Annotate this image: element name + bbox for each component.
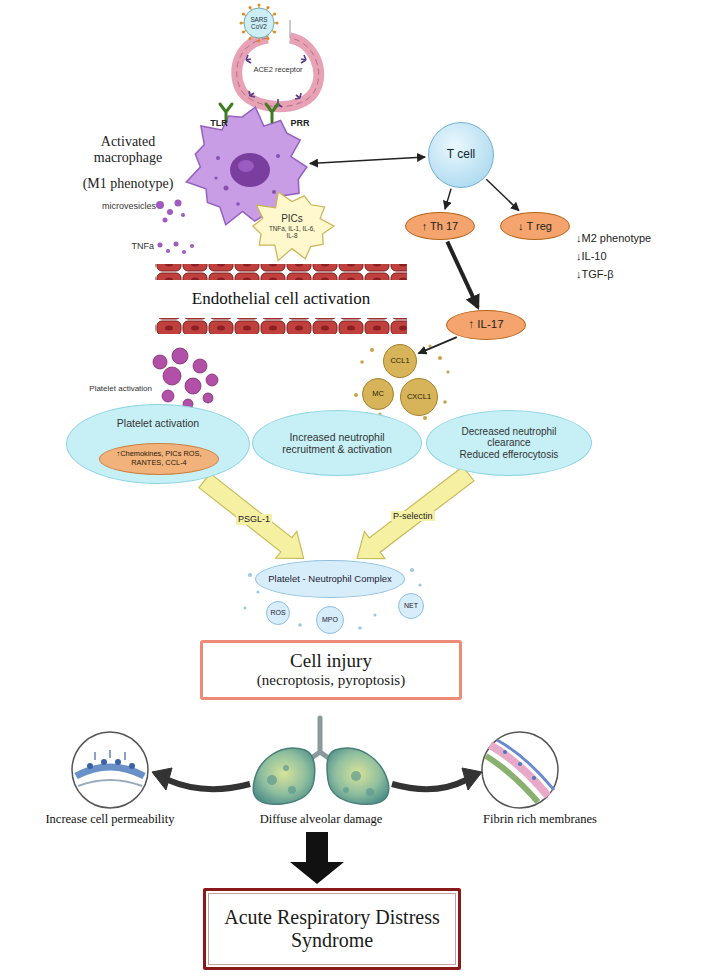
virus-circle: SARS CoV2	[240, 4, 278, 42]
connector-arrow	[418, 337, 456, 353]
node-text: Activated macrophage	[76, 134, 180, 166]
platelets	[153, 348, 218, 409]
chemokine-circle: MC	[362, 378, 394, 410]
node-text: CCL1	[390, 357, 409, 366]
node-text: Acute Respiratory Distress Syndrome	[214, 906, 450, 952]
annotation-label: TLR	[206, 118, 232, 128]
chemokine-circle: CXCL1	[400, 378, 438, 416]
chemokine-dots	[354, 345, 450, 421]
annotation-label: Increase cell permeability	[12, 812, 208, 826]
annotation-label: Fibrin rich membranes	[440, 812, 640, 826]
node-text: ROS	[270, 609, 285, 617]
product-circle: MPO	[316, 606, 344, 634]
lungs	[253, 718, 389, 804]
chemokine-circle: CCL1	[383, 344, 417, 378]
annotation-label: ↓TGF-β	[576, 268, 656, 281]
connector-arrow	[445, 189, 451, 210]
permeability-inset	[72, 732, 148, 808]
edge-label: P-selectin	[391, 511, 435, 521]
node-text: ↑ IL-17	[468, 318, 503, 331]
block-arrow	[199, 473, 304, 558]
endothelium-band	[155, 264, 407, 280]
annotation-label: Diffuse alveolar damage	[226, 812, 416, 826]
process-ellipse: Decreased neutrophil clearanceReduced ef…	[426, 410, 592, 476]
node-text: SARS CoV2	[245, 16, 273, 30]
annotation-label: TNFa	[112, 241, 154, 251]
annotation-label: ↓M2 phenotype	[576, 232, 676, 245]
process-ellipse: Increased neutrophil recruitment & activ…	[252, 410, 422, 476]
edge-label: PSGL-1	[236, 514, 272, 524]
outcome-box: Cell injury(necroptosis, pyroptosis)	[200, 640, 462, 700]
connector-arrow	[447, 242, 478, 308]
microvesicle-dots	[156, 200, 194, 255]
cytokine-oval: ↑ IL-17	[446, 310, 526, 340]
product-circle: NET	[398, 593, 424, 619]
node-text: Platelet - Neutrophil Complex	[268, 574, 392, 585]
node-text: Decreased neutrophil clearance	[439, 426, 579, 449]
process-ellipse: Platelet activation ↑Chemokines, PICs ROS…	[66, 404, 250, 484]
node-text: CXCL1	[407, 393, 431, 402]
node-text: Increased neutrophil recruitment & activ…	[267, 431, 407, 455]
cell-oval: ↓ T reg	[500, 212, 570, 240]
connector-arrow	[310, 157, 425, 164]
inset-arrows	[152, 768, 482, 790]
node-text: Cell injury	[290, 650, 372, 672]
annotation-label: ACE2 receptor	[250, 66, 306, 75]
fibrin-inset	[482, 732, 558, 808]
block-arrow	[357, 467, 474, 559]
node-text: PICs	[281, 213, 303, 225]
cytokine-burst: PICsTNFa, IL-1, IL-6, IL-8	[250, 192, 334, 260]
endothelium-band	[155, 318, 407, 334]
node-text: NET	[404, 602, 418, 610]
node-text: Reduced efferocytosis	[460, 449, 559, 461]
node-text: ↑Chemokines, PICs ROS, RANTES, CCL-4	[103, 450, 215, 467]
annotation-label: microvesicles	[86, 201, 156, 211]
factor-ellipse: ↑Chemokines, PICs ROS, RANTES, CCL-4	[99, 443, 219, 475]
annotation-label: Platelet activation	[76, 384, 152, 393]
t-cell-circle: T cell	[428, 122, 494, 188]
annotation-label: Endothelial cell activation	[150, 289, 412, 309]
outcome-box: Acute Respiratory Distress Syndrome	[203, 888, 461, 970]
product-circle: ROS	[266, 601, 290, 625]
node-text: ↑ Th 17	[422, 220, 459, 233]
annotation-label: PRR	[286, 118, 314, 128]
cell-oval: ↑ Th 17	[405, 212, 475, 240]
node-text: (necroptosis, pyroptosis)	[257, 672, 405, 689]
node-text: MPO	[322, 616, 338, 624]
node-text: T cell	[447, 148, 475, 162]
node-text: MC	[372, 390, 384, 399]
connector-arrow	[486, 179, 519, 210]
node-text: ↓ T reg	[518, 220, 552, 233]
annotation-label: ↓IL-10	[576, 250, 656, 263]
complex-ellipse: Platelet - Neutrophil Complex	[255, 560, 405, 598]
node-text: Platelet activation	[117, 417, 199, 429]
node-text: (M1 phenotype)	[76, 176, 180, 192]
big-arrow	[290, 832, 344, 884]
node-text: TNFa, IL-1, IL-6, IL-8	[265, 225, 319, 239]
